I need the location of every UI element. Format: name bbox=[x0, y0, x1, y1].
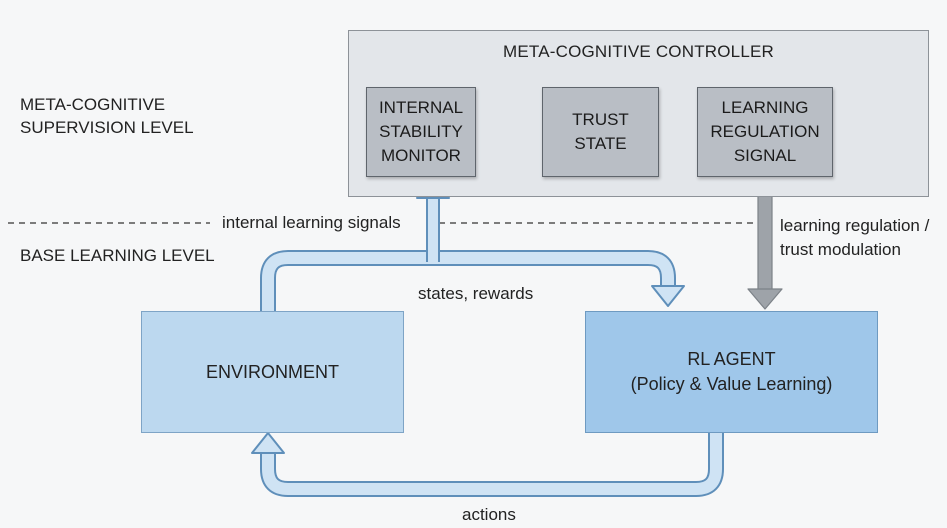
internal-signals-label: internal learning signals bbox=[222, 213, 401, 232]
environment-box: ENVIRONMENT bbox=[141, 311, 404, 433]
states-rewards-arrow bbox=[260, 250, 685, 311]
regulation-line-3: SIGNAL bbox=[733, 146, 797, 165]
base-level-label: BASE LEARNING LEVEL bbox=[20, 246, 215, 265]
supervision-level-line-2: SUPERVISION LEVEL bbox=[20, 118, 194, 137]
states-rewards-label: states, rewards bbox=[418, 284, 534, 303]
agent-subtitle: (Policy & Value Learning) bbox=[630, 374, 833, 394]
agent-title: RL AGENT bbox=[687, 349, 776, 369]
actions-label: actions bbox=[462, 505, 516, 524]
supervision-level-label: META-COGNITIVE SUPERVISION LEVEL bbox=[20, 93, 194, 139]
regulation-label-line-2: trust modulation bbox=[780, 240, 901, 259]
learning-regulation-signal: LEARNING REGULATION SIGNAL bbox=[697, 87, 833, 177]
monitor-line-3: MONITOR bbox=[381, 146, 461, 165]
monitor-line-2: STABILITY bbox=[379, 122, 463, 141]
trust-line-1: TRUST bbox=[572, 110, 629, 129]
rl-agent-box: RL AGENT (Policy & Value Learning) bbox=[585, 311, 878, 433]
environment-label: ENVIRONMENT bbox=[205, 361, 339, 382]
regulation-label: learning regulation / trust modulation bbox=[780, 214, 929, 262]
trust-state: TRUST STATE bbox=[542, 87, 659, 177]
monitor-line-1: INTERNAL bbox=[378, 98, 464, 117]
controller-title: META-COGNITIVE CONTROLLER bbox=[502, 42, 775, 61]
regulation-label-line-1: learning regulation / bbox=[780, 216, 930, 235]
actions-arrow bbox=[251, 432, 724, 497]
trust-line-2: STATE bbox=[574, 134, 627, 153]
internal-stability-monitor: INTERNAL STABILITY MONITOR bbox=[366, 87, 476, 177]
regulation-line-1: LEARNING bbox=[721, 98, 809, 117]
regulation-line-2: REGULATION bbox=[710, 122, 820, 141]
supervision-level-line-1: META-COGNITIVE bbox=[20, 95, 166, 114]
